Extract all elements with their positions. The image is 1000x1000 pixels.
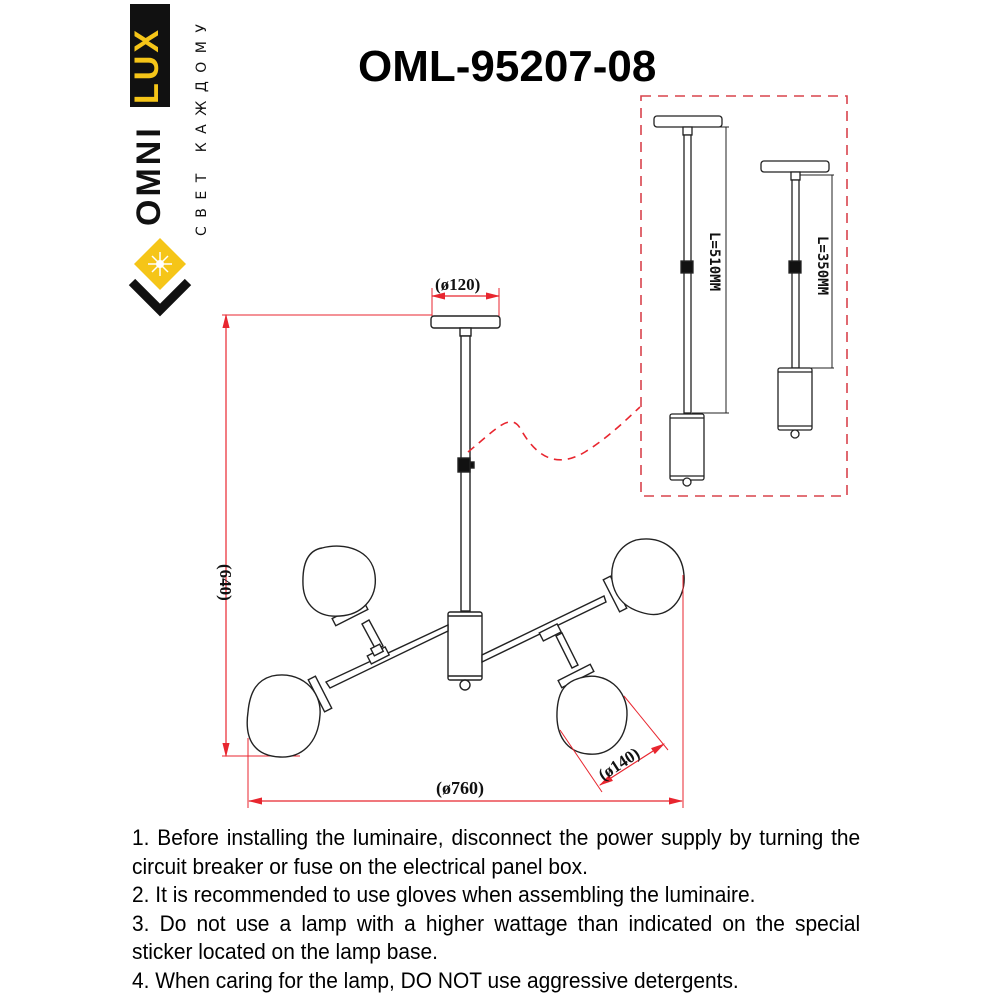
canopy [430, 315, 501, 329]
total-diameter-dimension: (ø760) [247, 575, 684, 808]
fixture-drawing [246, 315, 685, 758]
canopy-diameter-label: (ø120) [435, 275, 480, 294]
technical-drawing: (ø120) (640) [216, 95, 848, 808]
canopy-dimension: (ø120) [430, 275, 501, 316]
inset-long-rod [653, 115, 729, 487]
model-title: OML-95207-08 [358, 42, 657, 91]
inset-short-rod [760, 160, 834, 439]
omnilux-logo-graphic: LUX OMNI СВЕТ КАЖДОМУ [128, 4, 210, 317]
instruction-item: 4. When caring for the lamp, DO NOT use … [132, 967, 739, 993]
total-diameter-label: (ø760) [436, 778, 484, 799]
logo-omni-text: OMNI [130, 125, 168, 226]
rod-short-length-label: L=350MM [814, 236, 830, 295]
height-label: (640) [216, 564, 235, 601]
detail-callout-line [467, 406, 641, 461]
instruction-item: 3. Do not use a lamp with a higher watta… [132, 910, 861, 965]
height-dimension: (640) [216, 313, 432, 758]
instructions-list: 1. Before installing the luminaire, disc… [132, 824, 860, 995]
instruction-item: 2. It is recommended to use gloves when … [132, 882, 756, 907]
rod-long-length-label: L=510MM [706, 232, 722, 291]
logo-sun-diamond-icon [128, 238, 192, 317]
detail-inset-border [640, 95, 848, 497]
brand-logo: LUX OMNI СВЕТ КАЖДОМУ [128, 0, 218, 340]
instruction-item: 1. Before installing the luminaire, disc… [132, 825, 861, 879]
logo-lux-text: LUX [128, 27, 166, 104]
logo-tagline: СВЕТ КАЖДОМУ [194, 16, 210, 236]
logo-lux-block [130, 4, 170, 107]
